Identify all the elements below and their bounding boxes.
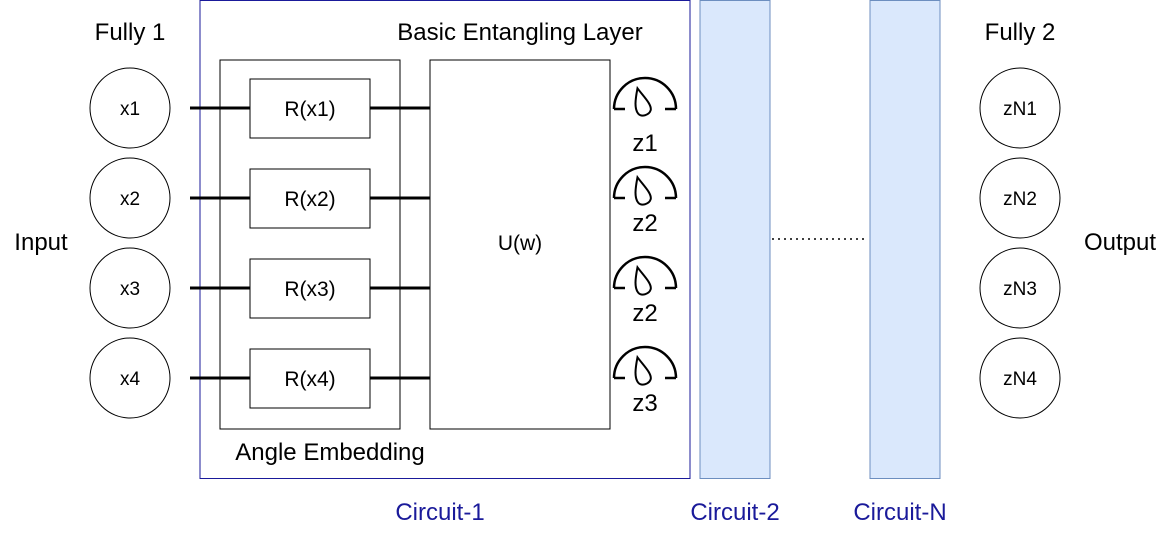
fully2-title: Fully 2: [985, 19, 1056, 46]
input-node: x4: [89, 337, 171, 419]
rotation-gate-label: R(x2): [284, 188, 335, 211]
output-node: zN2: [979, 157, 1061, 239]
input-node: x2: [89, 157, 171, 239]
circuitN-box: [869, 0, 941, 479]
rotation-gate: R(x3): [249, 258, 371, 319]
angle-embedding-title: Angle Embedding: [235, 439, 424, 466]
input-node: x3: [89, 247, 171, 329]
circuitN-label: Circuit-N: [853, 499, 946, 526]
output-node-label: zN3: [1003, 279, 1037, 300]
measurement-label: z2: [632, 300, 657, 327]
measurement-label: z1: [632, 130, 657, 157]
input-node-label: x1: [120, 99, 140, 120]
fully2-nodes: zN1 zN2 zN3 zN4: [979, 67, 1061, 419]
gate-wires: [370, 106, 430, 380]
basic-entangling-layer-title: Basic Entangling Layer: [397, 19, 642, 46]
circuit2-box: [699, 0, 771, 479]
rotation-gate: R(x2): [249, 168, 371, 229]
measurement-label: z2: [632, 210, 657, 237]
circuit2-label: Circuit-2: [690, 499, 779, 526]
input-node-label: x2: [120, 189, 140, 210]
rotation-gate-label: R(x3): [284, 278, 335, 301]
input-node: x1: [89, 67, 171, 149]
fully1-title: Fully 1: [95, 19, 166, 46]
circuit1-box: [199, 0, 691, 479]
output-node: zN3: [979, 247, 1061, 329]
rotation-gate: R(x1): [249, 78, 371, 139]
meter-icon: [612, 165, 678, 206]
output-label: Output: [1084, 229, 1156, 256]
circuit1-label: Circuit-1: [395, 499, 484, 526]
meter-icon: [612, 345, 678, 386]
output-node-label: zN2: [1003, 189, 1037, 210]
measurement-label: z3: [632, 390, 657, 417]
meter-icon: [612, 255, 678, 296]
rotation-gate-label: R(x1): [284, 98, 335, 121]
measurement-meters: z1 z2 z2 z3: [612, 76, 678, 417]
meter-icon: [612, 76, 678, 117]
input-label: Input: [14, 229, 68, 256]
fully1-nodes: x1 x2 x3 x4: [89, 67, 171, 419]
input-node-label: x3: [120, 279, 140, 300]
unitary-box: [429, 59, 611, 430]
output-node-label: zN4: [1003, 369, 1037, 390]
output-node: zN4: [979, 337, 1061, 419]
input-node-label: x4: [120, 369, 141, 390]
angle-embedding-box: [219, 59, 401, 430]
output-node: zN1: [979, 67, 1061, 149]
rotation-gate: R(x4): [249, 348, 371, 409]
input-wires: [190, 106, 250, 380]
rotation-gate-label: R(x4): [284, 368, 335, 391]
unitary-label: U(w): [498, 232, 542, 255]
output-node-label: zN1: [1003, 99, 1037, 120]
rotation-gates: R(x1) R(x2) R(x3) R(x4): [249, 78, 371, 409]
